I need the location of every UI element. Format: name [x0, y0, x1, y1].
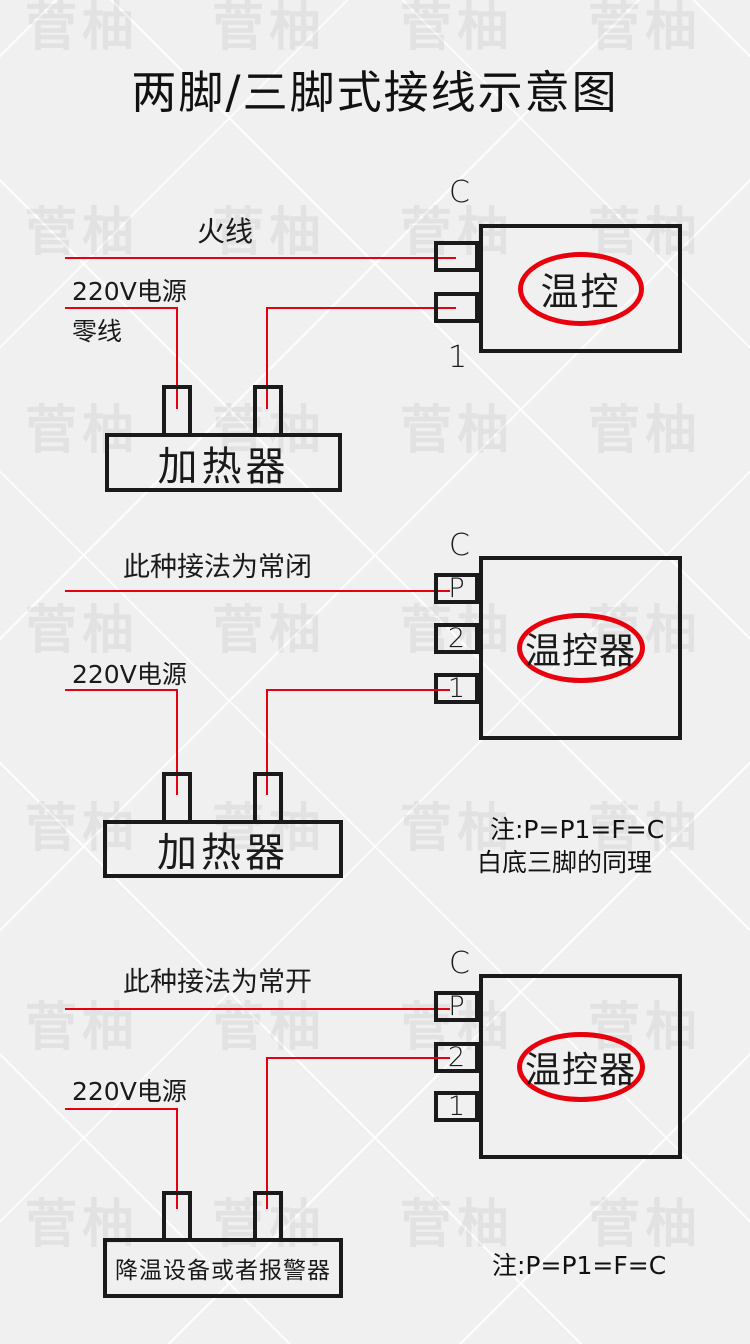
- thermostat-ellipse: 温控: [517, 251, 644, 326]
- power-wire-vertical: [176, 689, 178, 795]
- device-pin-right: [253, 1191, 283, 1239]
- thermostat-label: 温控器: [524, 631, 636, 672]
- cooling-device-box: 降温设备或者报警器: [103, 1238, 343, 1298]
- terminal-2: 2: [434, 623, 479, 654]
- neutral-wire-vertical: [176, 307, 178, 409]
- load-wire-horizontal: [266, 1057, 450, 1059]
- watermark-text: 菅柚: [588, 799, 703, 859]
- terminal-c-label: C: [449, 175, 470, 210]
- load-wire-vertical: [266, 689, 268, 795]
- power-wire-horizontal: [65, 1108, 178, 1110]
- note-line-1: 注:P=P1=F=C: [492, 1251, 667, 1280]
- note-line-2: 白底三脚的同理: [477, 848, 653, 877]
- wire-to-p: [65, 590, 450, 592]
- watermark-text: 菅柚: [25, 799, 140, 859]
- terminal-1: 1: [434, 1091, 479, 1122]
- heater-label: 加热器: [157, 830, 289, 876]
- watermark-text: 菅柚: [25, 0, 140, 58]
- watermark-text: 菅柚: [25, 601, 140, 661]
- thermostat-label: 温控: [540, 270, 621, 314]
- watermark-text: 菅柚: [588, 1195, 703, 1255]
- thermostat-box: 温控: [479, 224, 682, 353]
- watermark-text: 菅柚: [25, 1195, 140, 1255]
- load-wire-horizontal: [266, 689, 450, 691]
- watermark-text: 菅柚: [212, 0, 327, 58]
- terminal-c: [434, 241, 479, 272]
- terminal-1-label: 1: [448, 340, 468, 375]
- load-wire-vertical: [266, 307, 268, 409]
- watermark-text: 菅柚: [400, 0, 515, 58]
- power-label: 220V电源: [72, 660, 187, 689]
- watermark-text: 菅柚: [400, 203, 515, 263]
- heater-pin-right: [253, 772, 283, 820]
- watermark-text: 菅柚: [212, 799, 327, 859]
- watermark-text: 菅柚: [588, 0, 703, 58]
- heater-pin-right: [253, 385, 283, 433]
- wire-to-p: [65, 1008, 450, 1010]
- terminal-p-label: P: [448, 573, 465, 604]
- thermostat-ellipse: 温控器: [516, 613, 645, 683]
- nc-caption: 此种接法为常闭: [123, 552, 312, 583]
- heater-pin-left: [162, 385, 192, 433]
- terminal-1: 1: [434, 673, 479, 704]
- terminal-1-label: 1: [447, 1091, 466, 1122]
- neutral-wire-horizontal: [65, 307, 178, 309]
- terminal-2-label: 2: [447, 1042, 466, 1073]
- corner-c-label: C: [449, 528, 470, 563]
- watermark-text: 菅柚: [400, 799, 515, 859]
- thermostat-box: 温控器: [479, 974, 682, 1159]
- load-wire-vertical: [266, 1057, 268, 1209]
- watermark-text: 菅柚: [400, 401, 515, 461]
- watermark-text: 菅柚: [25, 203, 140, 263]
- power-label: 220V电源: [72, 1077, 187, 1106]
- heater-pin-left: [162, 772, 192, 820]
- watermark-text: 菅柚: [400, 1195, 515, 1255]
- device-pin-left: [162, 1191, 192, 1239]
- thermostat-box: 温控器: [479, 556, 682, 740]
- neutral-wire-label: 零线: [72, 317, 123, 346]
- corner-c-label: C: [449, 946, 470, 981]
- terminal-2-label: 2: [447, 623, 466, 654]
- terminal-p: P: [434, 991, 479, 1022]
- live-wire: [65, 257, 456, 259]
- watermark-text: 菅柚: [212, 203, 327, 263]
- terminal-1-label: 1: [447, 673, 466, 704]
- power-label: 220V电源: [72, 277, 187, 306]
- heater-label: 加热器: [157, 443, 290, 490]
- live-wire-label: 火线: [197, 215, 254, 248]
- power-wire-vertical: [176, 1108, 178, 1209]
- power-wire-horizontal: [65, 689, 178, 691]
- page-title: 两脚/三脚式接线示意图: [131, 66, 619, 119]
- watermark-text: 菅柚: [25, 401, 140, 461]
- watermark-text: 菅柚: [588, 401, 703, 461]
- terminal-1: [434, 292, 479, 323]
- cooling-device-label: 降温设备或者报警器: [115, 1258, 331, 1284]
- thermostat-ellipse: 温控器: [516, 1031, 645, 1102]
- no-caption: 此种接法为常开: [123, 967, 312, 998]
- watermark-text: 菅柚: [212, 401, 327, 461]
- note-line-1: 注:P=P1=F=C: [490, 815, 665, 844]
- heater-box: 加热器: [105, 433, 342, 492]
- thermostat-label: 温控器: [524, 1049, 636, 1091]
- watermark-text: 菅柚: [212, 601, 327, 661]
- load-wire-horizontal: [266, 307, 456, 309]
- terminal-p-label: P: [448, 991, 465, 1022]
- heater-box: 加热器: [103, 820, 343, 878]
- terminal-p: P: [434, 573, 479, 604]
